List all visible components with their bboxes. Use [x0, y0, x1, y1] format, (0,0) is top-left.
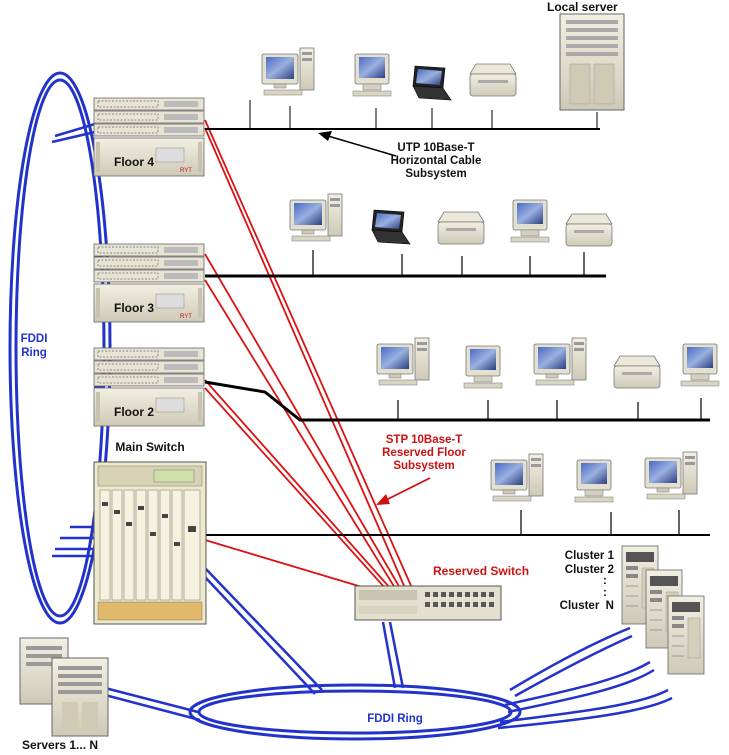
floor4-brand: RYT	[180, 168, 192, 174]
main-switch-label: Main Switch	[115, 440, 184, 454]
main-lan-devices	[490, 451, 698, 503]
fddi-left-label-1: FDDI	[21, 333, 48, 345]
local-server	[559, 13, 625, 111]
clusterN-label: Cluster N	[560, 600, 614, 612]
utp-lan-lines	[204, 100, 710, 536]
stp-label-line1: STP 10Base-T	[386, 434, 463, 446]
cluster1-label: Cluster 1	[565, 550, 615, 562]
floor2-label: Floor 2	[114, 405, 154, 419]
fddi-left-label-2: Ring	[21, 347, 47, 359]
utp-arrow	[318, 131, 397, 157]
reserved-switch	[354, 585, 502, 621]
cluster-dots-2: :	[603, 587, 607, 599]
cluster-towers	[621, 545, 705, 675]
floor4-devices	[261, 47, 517, 101]
cluster-dots-1: :	[603, 575, 607, 587]
stp-arrow	[376, 477, 431, 505]
fddi-bottom-label: FDDI Ring	[367, 713, 423, 725]
fddi-ring-bottom	[188, 683, 522, 741]
servers-label: Servers 1... N	[22, 738, 98, 752]
floor2-devices	[376, 337, 720, 389]
utp-label-line2: Horizontal Cable	[391, 155, 482, 167]
reserved-switch-label: Reserved Switch	[433, 564, 529, 578]
stp-label-line3: Subsystem	[393, 460, 454, 472]
cluster2-label: Cluster 2	[565, 564, 614, 576]
utp-label-line3: Subsystem	[405, 168, 466, 180]
utp-label-line1: UTP 10Base-T	[397, 142, 474, 154]
floor3-label: Floor 3	[114, 301, 154, 315]
local-server-label: Local server	[547, 0, 618, 14]
server-group	[19, 637, 109, 737]
floor4-label: Floor 4	[114, 155, 154, 169]
stp-label-line2: Reserved Floor	[382, 447, 466, 459]
floor3-devices	[289, 193, 613, 247]
floor3-brand: RYT	[180, 314, 192, 320]
main-switch-chassis	[93, 461, 207, 625]
fddi-links	[51, 122, 673, 730]
